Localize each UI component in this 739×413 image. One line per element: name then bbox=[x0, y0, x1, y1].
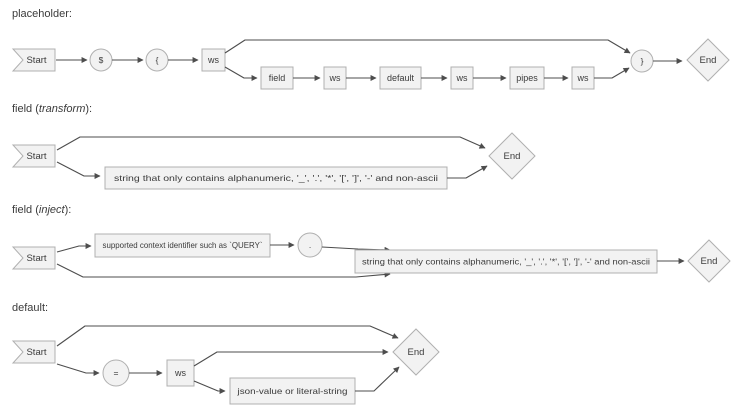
default-box-label: default bbox=[387, 73, 415, 83]
start-node-label: Start bbox=[26, 151, 46, 162]
start-node bbox=[11, 246, 56, 270]
string-rule-label: string that only contains alphanumeric, … bbox=[362, 257, 650, 267]
start-node-label: Start bbox=[26, 347, 46, 358]
end-node bbox=[687, 239, 731, 283]
end-node bbox=[488, 132, 536, 180]
start-node-label: Start bbox=[26, 253, 46, 264]
ws-box-label: ws bbox=[456, 73, 468, 83]
wire-start-to-equals bbox=[56, 363, 100, 377]
start-node bbox=[11, 340, 56, 364]
end-node-label: End bbox=[701, 256, 718, 267]
ws-box bbox=[166, 359, 195, 387]
wire-ws-to-value-rule bbox=[193, 380, 226, 395]
open-brace-literal-label: { bbox=[156, 55, 159, 65]
value-rule-label: json-value or literal-string bbox=[236, 386, 347, 396]
wire-ws-to-end-direct bbox=[193, 348, 389, 367]
wire-ws-to-field bbox=[224, 66, 258, 82]
string-rule-label: string that only contains alphanumeric, … bbox=[114, 173, 438, 183]
dot-literal-label: . bbox=[309, 240, 311, 250]
ws-box-label: ws bbox=[329, 73, 341, 83]
ws-box bbox=[201, 48, 226, 72]
wire-string-rule-to-end bbox=[447, 165, 488, 179]
value-rule-box bbox=[229, 377, 356, 405]
dollar-literal-label: $ bbox=[99, 55, 104, 65]
diagram-field-inject: field (inject): Start supported context … bbox=[11, 204, 731, 283]
end-node-label: End bbox=[504, 151, 521, 162]
wire-value-rule-to-end bbox=[355, 366, 400, 392]
end-node bbox=[686, 38, 730, 82]
wire-skip-bypass-top bbox=[56, 325, 399, 347]
section-label-field-transform: field (transform): bbox=[12, 103, 92, 115]
close-brace-literal-label: } bbox=[641, 56, 644, 66]
wire-start-to-string-rule bbox=[56, 161, 101, 180]
wire-skip-bypass-top bbox=[224, 39, 631, 54]
section-label-placeholder: placeholder: bbox=[12, 8, 72, 20]
wire-ws-to-closebrace bbox=[594, 67, 630, 79]
section-label-field-inject: field (inject): bbox=[12, 204, 71, 216]
start-node-label: Start bbox=[26, 55, 46, 66]
wire-skip-bypass-bottom bbox=[56, 263, 391, 278]
section-label-default: default: bbox=[12, 302, 48, 314]
ws-box-label: ws bbox=[207, 55, 219, 65]
ws-box-label: ws bbox=[577, 73, 589, 83]
context-rule-label: supported context identifier such as `QU… bbox=[103, 240, 263, 250]
end-node-label: End bbox=[408, 347, 425, 358]
pipes-box-label: pipes bbox=[516, 73, 538, 83]
end-node bbox=[392, 328, 440, 376]
start-node bbox=[11, 144, 56, 168]
wire-start-to-context-rule bbox=[56, 242, 92, 253]
wire-skip-bypass-top bbox=[56, 136, 486, 151]
diagram-placeholder: placeholder: Start $ { ws field ws defau… bbox=[11, 8, 730, 90]
diagram-field-transform: field (transform): Start string that onl… bbox=[11, 103, 536, 190]
end-node-label: End bbox=[700, 55, 717, 66]
equals-literal-label: = bbox=[114, 368, 119, 378]
diagram-default: default: Start = ws json-value or litera… bbox=[11, 302, 440, 405]
ws-box-label: ws bbox=[174, 368, 186, 378]
start-node bbox=[11, 48, 56, 72]
field-box-label: field bbox=[269, 73, 286, 83]
dot-literal-circle bbox=[297, 232, 323, 258]
